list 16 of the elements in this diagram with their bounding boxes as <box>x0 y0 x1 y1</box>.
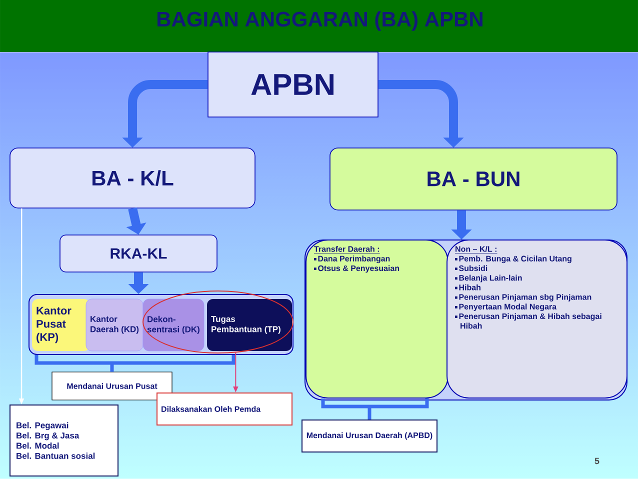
unit-box: Kantor Pusat (KP) <box>32 299 90 351</box>
note-box: Dilaksanakan Oleh Pemda <box>156 392 292 426</box>
list-box: Bel. Pegawai Bel. Brg & Jasa Bel. Modal Bel. Bantuan sosial <box>10 404 118 476</box>
list-box: Non – K/L : Pemb. Bunga & Cicilan Utang Subsidi Belanja Lain-lain Hibah Penerusan Pinjaman sbg Pinjaman Penyertaan Modal Negara Penerusan Pinjaman & Hibah sebagai Hibah <box>446 240 628 398</box>
unit-box: Kantor Daerah (KD) <box>86 298 144 352</box>
bracket-connector <box>34 353 236 374</box>
page-number: 5 <box>594 458 600 464</box>
list-box: Transfer Daerah : Dana Perimbangan Otsus & Penyesuaian <box>306 240 448 398</box>
bracket-connector <box>321 396 429 422</box>
process-box: RKA-KL <box>60 234 218 272</box>
category-box: BA - K/L <box>10 148 256 208</box>
note-box: Mendanai Urusan Daerah (APBD) <box>302 420 438 452</box>
title-banner: BAGIAN ANGGARAN (BA) APBN <box>0 0 638 52</box>
category-box: BA - BUN <box>330 148 618 210</box>
title-box: APBN <box>208 52 378 118</box>
note-box: Mendanai Urusan Pusat <box>52 372 172 400</box>
